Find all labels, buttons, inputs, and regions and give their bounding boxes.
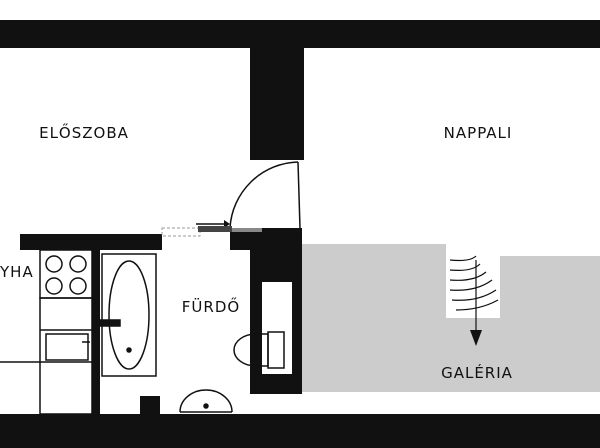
arrow-right-icon [161,220,262,237]
toilet-icon [233,331,285,369]
door-swing-icon [229,161,301,229]
gallery-area [302,244,600,392]
sink-icon [0,297,93,415]
room-label-eloszoba: ELŐSZOBA [39,122,129,142]
washbasin-icon [179,389,233,413]
stairs [449,255,499,330]
stair-down-arrow-icon [470,330,482,346]
room-label-konyha: YHA [0,263,34,281]
room-label-furdo: FÜRDŐ [182,296,240,316]
stove-icon [39,249,93,299]
bathtub-icon [99,253,157,377]
room-label-nappali: NAPPALI [444,124,513,142]
walls [0,20,600,448]
room-label-galeria: GALÉRIA [441,363,513,382]
